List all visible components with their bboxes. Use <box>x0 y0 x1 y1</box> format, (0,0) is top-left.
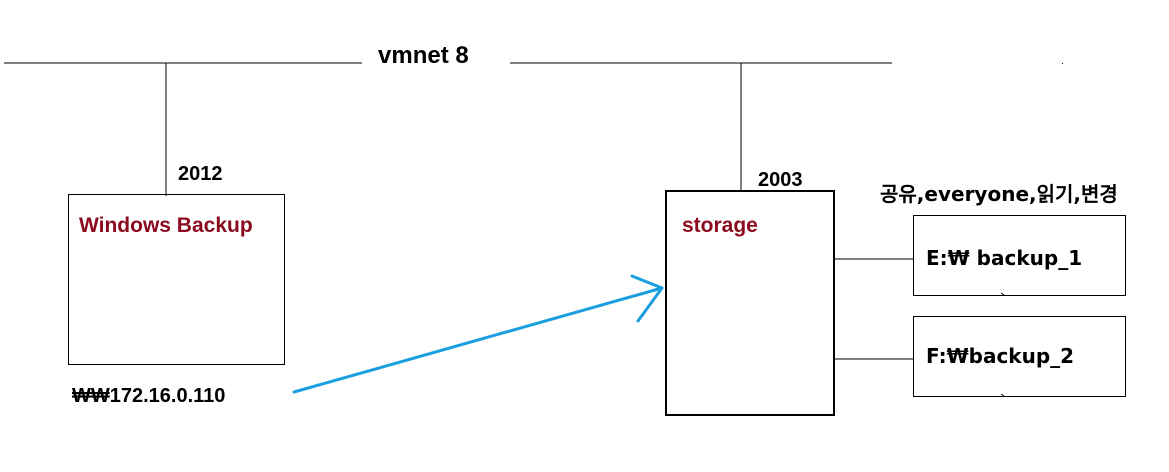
drive-f-label: F:₩backup_2 <box>926 344 1075 368</box>
drive-box-f <box>913 316 1126 397</box>
network-label: vmnet 8 <box>378 42 469 69</box>
drive-box-e <box>913 215 1126 296</box>
tick-mark-e <box>1000 292 1005 296</box>
windows-backup-box <box>68 194 285 365</box>
drive-e-label: E:₩ backup_1 <box>926 246 1083 270</box>
tick-mark-f <box>1000 393 1005 397</box>
corner-dot <box>1062 63 1063 64</box>
windows-version-label: 2012 <box>178 163 223 185</box>
unc-path-label: ₩₩172.16.0.110 <box>72 385 226 407</box>
storage-version-label: 2003 <box>758 169 803 191</box>
storage-box <box>665 190 835 416</box>
windows-backup-title: Windows Backup <box>79 214 253 237</box>
backup-arrow <box>292 274 664 394</box>
storage-title: storage <box>682 214 758 237</box>
share-permissions-label: 공유,everyone,읽기,변경 <box>880 182 1118 206</box>
